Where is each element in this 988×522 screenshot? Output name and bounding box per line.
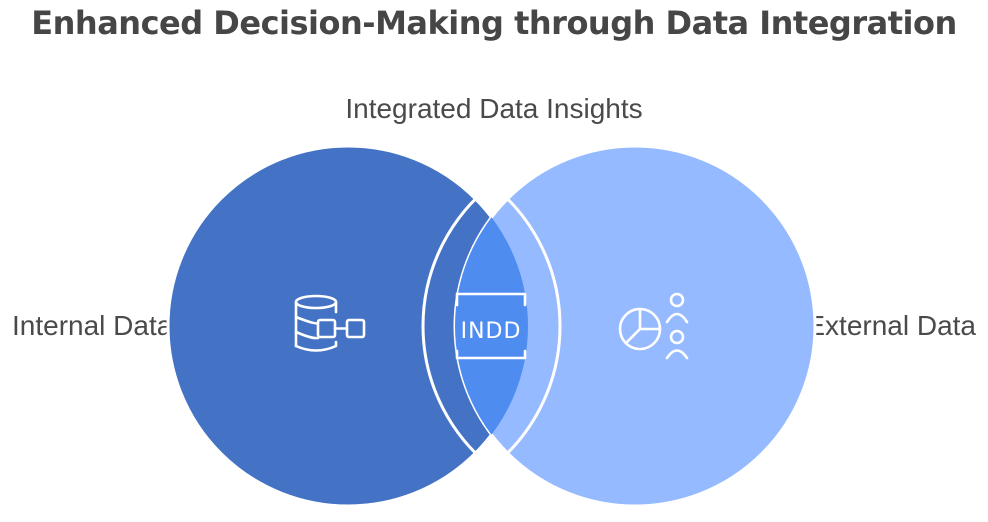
indd-icon-text: INDD (461, 319, 522, 344)
external-data-label: External Data (806, 310, 976, 341)
intersection-label: Integrated Data Insights (345, 93, 643, 124)
intersection-outline (421, 182, 562, 470)
internal-data-label: Internal Data (12, 310, 173, 341)
indd-file-icon: INDD (455, 292, 527, 360)
diagram-title: Enhanced Decision-Making through Data In… (31, 4, 957, 42)
database-flow-icon (294, 294, 366, 352)
pie-chart-people-icon (618, 292, 689, 360)
